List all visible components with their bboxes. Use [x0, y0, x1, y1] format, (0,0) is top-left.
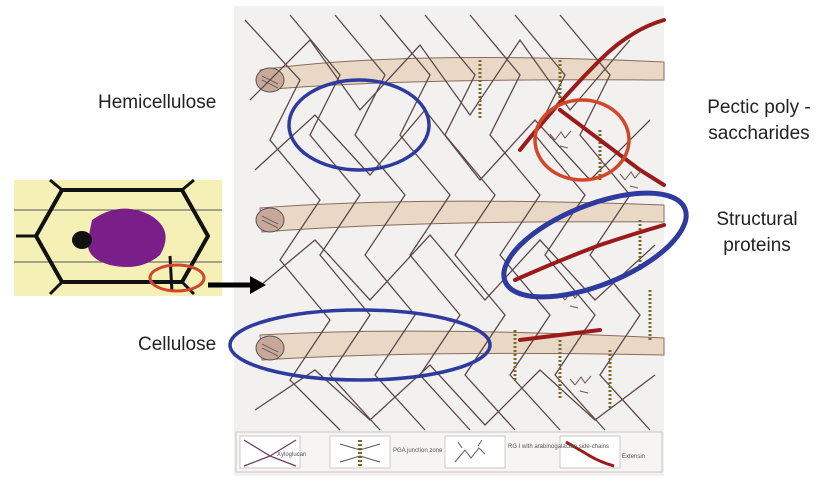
label-pectic-line2: saccharides — [703, 121, 815, 147]
legend: Xyloglucan PGA junction zone RG I with a… — [236, 432, 662, 472]
label-structural-proteins: Structural proteins — [707, 207, 807, 259]
wall-section-highlight — [150, 265, 204, 291]
nucleus-icon — [88, 209, 166, 267]
label-pectic-line1: Pectic poly - — [703, 95, 815, 121]
label-cellulose: Cellulose — [138, 332, 216, 358]
legend-label-pga: PGA junction zone — [393, 448, 443, 454]
label-structural-line1: Structural — [707, 207, 807, 233]
label-pectic-polysaccharides: Pectic poly - saccharides — [703, 95, 815, 147]
legend-label-extensin: Extensin — [622, 454, 645, 460]
legend-label-xyloglucan: Xyloglucan — [277, 452, 306, 458]
label-structural-line2: proteins — [707, 233, 807, 259]
legend-label-rg: RG I with arabinogalactan side-chains — [508, 444, 609, 450]
label-hemicellulose: Hemicellulose — [98, 90, 216, 116]
plant-cell-drawing — [14, 180, 222, 294]
